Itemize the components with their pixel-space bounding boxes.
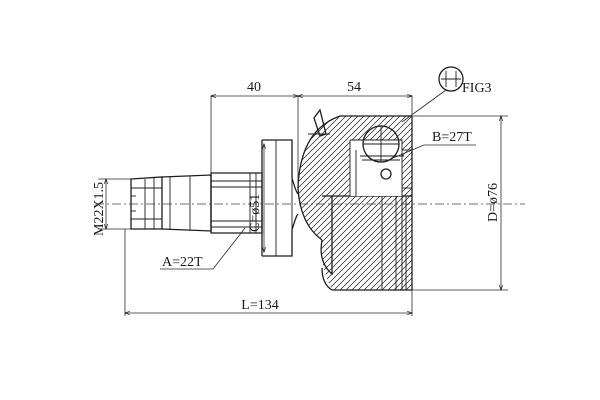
outer-diameter-label: D=ø76 [486, 183, 501, 222]
shaft-step [161, 174, 212, 232]
total-length-label: L=134 [241, 298, 278, 313]
shaft-diameter-label: C=ø51 [248, 194, 263, 232]
total-length-dimension: L=134 [125, 229, 412, 316]
shaft-diameter-dimension: C=ø51 [248, 144, 264, 252]
top-dimensions: 40 54 [211, 80, 412, 186]
abs-sensor-hole [380, 168, 392, 180]
section-hatching [298, 116, 412, 290]
fig3-label: FIG3 [462, 81, 492, 96]
spline-a-label: A=22T [162, 255, 203, 270]
dimension-40: 40 [247, 80, 261, 95]
ball-cage [360, 125, 404, 180]
dimension-54: 54 [347, 80, 361, 95]
spline-b-leader: B=27T [392, 130, 476, 159]
fig3-marker: FIG3 [401, 66, 492, 123]
boot-clamp [308, 108, 330, 137]
neck-collar [261, 139, 299, 257]
outer-diameter-dimension: D=ø76 [412, 116, 508, 290]
spline-a-leader: A=22T [160, 227, 246, 270]
thread-label: M22X1.5 [92, 182, 107, 236]
thread-dimension: M22X1.5 [92, 179, 131, 236]
spline-b-label: B=27T [432, 130, 472, 145]
outer-bell-housing [297, 115, 413, 291]
threaded-end [130, 176, 163, 230]
